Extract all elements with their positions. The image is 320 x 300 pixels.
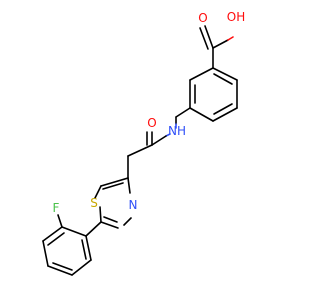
carboxylic-acid-group [199,25,234,69]
bond [212,107,238,122]
benzoic-acid-ring [189,67,238,122]
bond [212,67,238,81]
bond [99,206,102,223]
benzyl-amide-linker [151,107,191,146]
bond [57,214,63,228]
acetamide-group [127,131,153,179]
bond-double-inner [213,103,233,115]
bond-double-inner [103,216,118,223]
bond [94,185,102,199]
hydroxyl-label: OH [227,10,245,24]
bond-double-inner [52,262,73,271]
bond-double-inner [213,73,233,85]
bond [47,265,73,276]
atom-labels: OH O O NH N S F [53,10,246,215]
bond [204,25,214,49]
thiazole-sulfur-label: S [90,196,98,210]
bond [100,177,129,187]
bond-double-inner [47,232,65,246]
acid-oxygen-label: O [198,11,207,25]
bond [127,144,153,157]
bond [100,221,119,229]
bond [85,221,102,237]
bond-double-inner [102,182,124,190]
bond [123,217,132,226]
thiazole-nitrogen-label: N [129,198,138,212]
bond [189,107,214,122]
amide-oxygen-label: O [147,116,156,130]
bond-double [199,27,209,50]
bond [127,177,131,194]
molecule-structure: OH O O NH N S F [42,10,246,276]
bond [85,235,92,261]
bond [42,226,63,242]
bond-double-inner [81,239,87,260]
bond [212,39,229,49]
thiazole-ring [94,177,132,229]
bond [42,240,49,267]
fluorine-label: F [53,201,60,215]
bond [227,36,234,41]
amide-nitrogen-label: NH [168,124,186,138]
bond [151,135,167,146]
fluorophenyl-ring [42,214,102,276]
bond [61,226,87,237]
bond [71,259,92,276]
bond [189,67,214,81]
bond [175,107,191,118]
